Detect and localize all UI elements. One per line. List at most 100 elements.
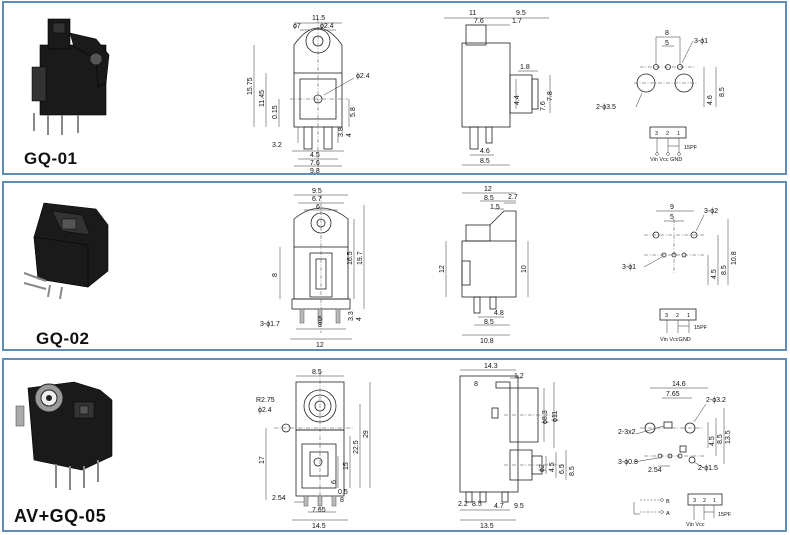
gq-02-side-view: 12 8.5 2.7 1.5 12 10 4.8 8.5 10.8 [439, 186, 529, 345]
switch-label-a: A [666, 511, 670, 517]
dim-text: 8.5 [721, 265, 728, 275]
av-gq-05-drawings: 8.5 R2.75 ϕ2.4 17 6 15 22.5 29 0.5 8 2.5… [15, 363, 732, 530]
dim-text: 29 [363, 430, 370, 438]
dim-text: 4.8 [494, 310, 504, 317]
dim-text: 8 [318, 322, 322, 329]
dim-text: 0.15 [272, 105, 279, 119]
dim-text: ϕ11 [552, 411, 559, 422]
dim-text: 8.5 [719, 87, 726, 97]
dim-text: 7.65 [312, 507, 326, 514]
dim-text: 5 [318, 316, 322, 323]
pin-names: Vin Vcc [686, 522, 705, 528]
dim-text: 8.5 [312, 369, 322, 376]
dim-text: 1.2 [514, 373, 524, 380]
pin-label: 2 [703, 498, 706, 504]
dim-text: 9.5 [516, 10, 526, 17]
dim-text: 6.5 [559, 464, 566, 474]
pin-label: 1 [687, 313, 690, 319]
dim-text: 4.5 [709, 436, 716, 446]
dim-text: 8.5 [480, 158, 490, 165]
dim-text: 12 [316, 342, 324, 349]
capacitor-label: 15PF [694, 325, 708, 331]
panel-av-gq-05: AV+GQ-05 [2, 358, 787, 532]
dim-text: 7.65 [666, 391, 680, 398]
dim-text: 6 [316, 204, 320, 211]
pin-label: 3 [655, 131, 658, 137]
dim-text: 3-ϕ1 [694, 38, 708, 45]
gq-02-pcb-layout: 9 5 3-ϕ2 3-ϕ1 4.5 8.5 10.8 3 2 1 15PF Vi… [622, 204, 738, 343]
capacitor-label: 15PF [718, 512, 732, 518]
gq-02-photo [23, 202, 109, 300]
dim-text: 9 [670, 204, 674, 211]
dim-text: 11.5 [312, 15, 325, 22]
dim-text: ϕ2 [539, 464, 546, 472]
dim-text: 2.2 [458, 501, 468, 508]
dim-text: 11 [469, 10, 476, 17]
dim-text: 5 [665, 40, 669, 47]
gq-02-drawings: 9.5 6.7 6 8 16.5 19.7 3.3 4 3-ϕ1.7 5 8 1… [23, 186, 738, 349]
gq-01-side-view: 11 9.5 7.6 1.7 1.8 4.4 7.6 7.8 4.6 8.5 [444, 10, 554, 166]
dim-text: 8 [474, 381, 478, 388]
pin-label: 2 [676, 313, 679, 319]
dim-text: 22.5 [353, 440, 360, 454]
dim-text: 10 [521, 265, 528, 273]
capacitor-label: 15PF [684, 145, 698, 151]
pin-label: 2 [666, 131, 669, 137]
dim-text: 2-ϕ3.5 [596, 104, 616, 111]
dim-text: 4.5 [711, 269, 718, 279]
dim-text: 16.5 [347, 251, 354, 265]
dim-text: 0.5 [338, 489, 348, 496]
dim-text: 10.8 [480, 338, 494, 345]
gq-01-pcb-layout: 8 5 3-ϕ1 2-ϕ3.5 4.6 8.5 3 2 1 15PF Vin V… [596, 30, 726, 163]
dim-text: 4.5 [549, 462, 556, 472]
gq-02-front-view: 9.5 6.7 6 8 16.5 19.7 3.3 4 3-ϕ1.7 5 8 1… [260, 188, 365, 349]
dim-text: 6 [331, 480, 338, 484]
dim-text: 13.5 [725, 430, 732, 444]
dim-text: 3-ϕ0.8 [618, 459, 638, 466]
dim-text: 4.6 [480, 148, 490, 155]
dim-text: R2.75 [256, 397, 275, 404]
dim-text: 10.8 [731, 251, 738, 265]
dim-text: 14.5 [312, 523, 326, 530]
dim-text: 4.5 [310, 152, 320, 159]
dim-text: 3-ϕ1 [622, 264, 636, 271]
dim-text: ϕ7 [293, 23, 301, 30]
dim-text: 3-ϕ2 [704, 208, 718, 215]
av-gq-05-pcb-layout: 14.6 7.65 2-ϕ3.2 2-3x2 3-ϕ0.8 2-ϕ1.5 2.5… [618, 381, 732, 528]
dim-text: 7.6 [310, 160, 320, 167]
dim-text: 1.7 [512, 18, 522, 25]
dim-text: 2-ϕ3.2 [706, 397, 726, 404]
dim-text: 6.7 [312, 196, 322, 203]
dim-text: 8.5 [484, 319, 494, 326]
pin-label: 3 [665, 313, 668, 319]
dim-text: ϕ2.4 [356, 73, 370, 80]
dim-text: 2-3x2 [618, 429, 636, 436]
panel-gq-02: GQ-02 [2, 181, 787, 351]
dim-text: 3.8 [338, 127, 345, 137]
dim-text: 8 [340, 497, 344, 504]
dim-text: 7.6 [540, 101, 547, 111]
dim-text: 7.6 [474, 18, 484, 25]
dim-text: 4.4 [514, 95, 521, 105]
dim-text: 1.8 [520, 64, 530, 71]
dim-text: 4 [356, 317, 363, 321]
dim-text: 2.54 [648, 467, 662, 474]
dim-text: 3.2 [272, 142, 282, 149]
dim-text: 8 [272, 273, 279, 277]
dim-text: 8 [665, 30, 669, 37]
dim-text: 8.5 [569, 466, 576, 476]
dim-text: 2.7 [508, 194, 518, 201]
dim-text: 1.5 [490, 204, 500, 211]
dim-text: 8.5 [484, 195, 494, 202]
dim-text: 8.5 [717, 434, 724, 444]
dim-text: 8.5 [472, 501, 482, 508]
dim-text: 9.5 [514, 503, 524, 510]
gq-01-photo [31, 18, 110, 135]
dim-text: 13.5 [480, 523, 494, 530]
dim-text: 4.6 [707, 95, 714, 105]
pin-names: Vin VccGND [660, 337, 691, 343]
dim-text: 7.8 [547, 91, 554, 101]
av-gq-05-side-view: 14.3 1.2 8 ϕ8.3 ϕ11 ϕ2 4.5 6.5 8.5 2.2 8… [458, 363, 576, 530]
pin-label: 1 [677, 131, 680, 137]
dim-text: 2.54 [272, 495, 286, 502]
